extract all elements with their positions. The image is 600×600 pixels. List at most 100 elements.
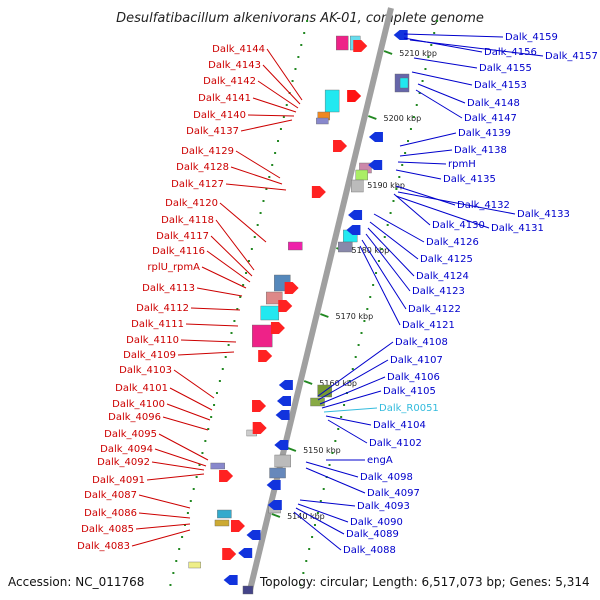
scale-tick-label: 5160 kbp — [319, 379, 357, 388]
scale-tick-label: 5180 kbp — [352, 246, 390, 255]
gene-block — [252, 324, 273, 348]
left-leader-line — [230, 166, 283, 185]
left-leader-line — [162, 416, 209, 431]
left-gene-label: Dalk_4085 — [81, 524, 134, 535]
guide-dot — [189, 500, 192, 502]
forward-gene-arrow — [278, 300, 293, 312]
guide-dot — [299, 584, 302, 586]
right-leader-lines — [293, 33, 544, 551]
forward-gene-arrow — [258, 350, 273, 362]
right-leader-line — [293, 511, 342, 551]
left-leader-line — [201, 266, 247, 289]
guide-dot — [360, 332, 363, 334]
right-leader-line — [399, 149, 453, 157]
left-leader-line — [138, 494, 191, 509]
left-leader-lines — [131, 48, 303, 547]
guide-dot — [412, 116, 415, 118]
left-leader-line — [166, 403, 211, 421]
right-leader-line — [317, 359, 389, 401]
guide-dot — [372, 284, 375, 286]
right-leader-line — [323, 407, 378, 413]
right-leader-line — [299, 499, 356, 507]
reverse-gene-arrow — [348, 210, 363, 220]
right-leader-line — [295, 507, 345, 535]
right-leader-line — [393, 193, 431, 226]
left-leader-line — [180, 339, 237, 343]
guide-dot — [348, 380, 351, 382]
gene-block — [355, 169, 368, 181]
guide-dot — [204, 440, 207, 442]
left-leader-line — [169, 387, 213, 411]
guide-dot — [242, 284, 245, 286]
guide-dot — [169, 584, 172, 586]
right-leader-line — [397, 191, 516, 215]
guide-dot — [357, 344, 360, 346]
left-gene-label: Dalk_4103 — [119, 365, 172, 376]
gene-block — [316, 117, 329, 125]
tick-dots — [169, 20, 439, 586]
left-gene-label: Dalk_4083 — [77, 541, 130, 552]
guide-dot — [207, 428, 210, 430]
guide-dot — [433, 32, 436, 34]
genome-backbone — [247, 7, 394, 591]
guide-dot — [436, 20, 439, 22]
forward-gene-arrow — [219, 470, 234, 482]
guide-dot — [308, 548, 311, 550]
right-gene-label: Dalk_4135 — [443, 174, 496, 185]
guide-dot — [262, 200, 265, 202]
reverse-gene-arrow — [274, 440, 289, 450]
scale-tick-label: 5170 kbp — [336, 312, 374, 321]
guide-dot — [268, 176, 271, 178]
guide-dot — [297, 56, 300, 58]
right-leader-line — [359, 245, 401, 326]
scale-tick-label: 5210 kbp — [399, 49, 437, 58]
left-leader-line — [266, 48, 303, 101]
scale-tick-mark — [303, 380, 313, 385]
left-gene-label: rplU_rpmA — [147, 262, 200, 273]
left-leader-line — [154, 448, 207, 467]
right-gene-label: rpmH — [448, 159, 476, 170]
left-gene-label: Dalk_4110 — [126, 335, 179, 346]
left-gene-label: Dalk_4092 — [97, 457, 150, 468]
guide-dot — [239, 296, 242, 298]
right-leader-line — [373, 213, 425, 243]
left-leader-line — [215, 219, 255, 271]
right-gene-label: Dalk_4125 — [420, 254, 473, 265]
left-leader-line — [240, 119, 293, 132]
right-leader-line — [403, 37, 483, 53]
guide-dot — [421, 80, 424, 82]
left-leader-line — [206, 250, 251, 283]
left-gene-label: Dalk_4113 — [142, 283, 195, 294]
left-leader-line — [210, 235, 253, 277]
guide-dot — [415, 104, 418, 106]
left-leader-line — [173, 369, 215, 399]
left-gene-label: Dalk_4101 — [115, 383, 168, 394]
guide-dot — [195, 476, 198, 478]
left-gene-label: Dalk_4117 — [156, 231, 209, 242]
left-leader-line — [225, 183, 287, 191]
guide-dot — [369, 296, 372, 298]
right-leader-line — [305, 467, 366, 494]
left-leader-line — [219, 202, 267, 243]
forward-gene-arrow — [347, 90, 362, 102]
gene-block — [265, 291, 283, 305]
right-leader-line — [327, 419, 368, 444]
gene-block — [288, 241, 303, 251]
guide-dot — [319, 500, 322, 502]
left-gene-label: Dalk_4128 — [176, 162, 229, 173]
reverse-gene-arrow — [277, 396, 291, 406]
left-leader-line — [196, 287, 243, 297]
gene-block — [210, 462, 225, 470]
guide-dot — [227, 344, 230, 346]
guide-dot — [221, 368, 224, 370]
guide-dot — [279, 128, 282, 130]
forward-gene-arrow — [252, 422, 267, 434]
reverse-gene-arrow — [246, 530, 261, 540]
scale-tick-label: 5150 kbp — [303, 446, 341, 455]
guide-dot — [210, 416, 213, 418]
accession-text: Accession: NC_011768 — [8, 575, 144, 589]
guide-dot — [407, 140, 410, 142]
guide-dot — [337, 428, 340, 430]
left-gene-label: Dalk_4141 — [198, 93, 251, 104]
